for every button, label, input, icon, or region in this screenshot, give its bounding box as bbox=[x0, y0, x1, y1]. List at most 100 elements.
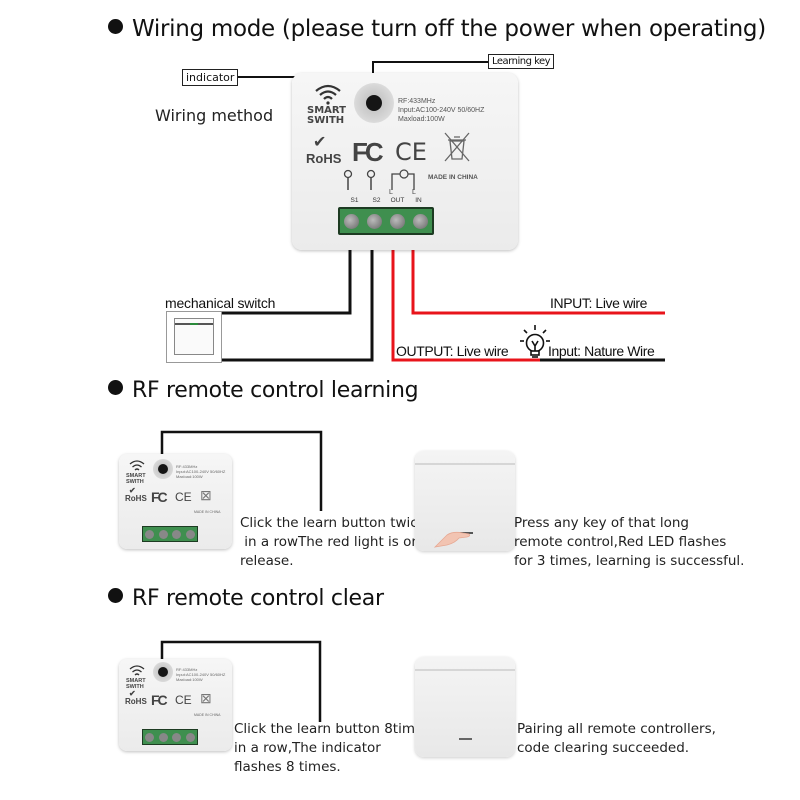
mechanical-switch[interactable] bbox=[166, 311, 222, 363]
indicator-label: indicator bbox=[182, 69, 239, 86]
terminal-block bbox=[338, 207, 434, 235]
terminal-screw-s2[interactable] bbox=[158, 529, 168, 539]
learning-step-2-text: Press any key of that long remote contro… bbox=[514, 514, 744, 571]
brand-label: SMART SWITH bbox=[126, 473, 146, 485]
made-in-label: MADE IN CHINA bbox=[428, 174, 478, 181]
input-nature-label: Input: Nature Wire bbox=[548, 343, 655, 359]
fcc-logo: FC bbox=[151, 489, 168, 505]
ce-logo: CE bbox=[175, 490, 192, 504]
text-line: in a rowThe red light is on, bbox=[240, 534, 425, 550]
terminal-screw-in[interactable] bbox=[185, 732, 195, 742]
spec-input: Input:AC100-240V 50/60HZ bbox=[176, 469, 226, 474]
rohs-text: RoHS bbox=[306, 151, 342, 166]
terminal-block bbox=[142, 729, 198, 745]
heading-text: Wiring mode (please turn off the power w… bbox=[132, 16, 766, 42]
brand-line-1: SMART bbox=[307, 105, 346, 116]
terminal-screw-out[interactable] bbox=[172, 529, 182, 539]
learning-step-1-text: Click the learn button twice in a rowThe… bbox=[240, 514, 426, 571]
wire-s1 bbox=[220, 228, 352, 315]
terminal-symbols bbox=[343, 169, 415, 190]
remote-led bbox=[459, 738, 472, 740]
rohs-logo: ✔RoHS bbox=[125, 690, 147, 706]
learning-key-button[interactable] bbox=[354, 83, 394, 123]
wifi-indicator-icon bbox=[129, 665, 145, 676]
made-in-label: MADE IN CHINA bbox=[194, 713, 221, 717]
text-line: Pairing all remote controllers, bbox=[517, 721, 716, 737]
light-bulb-icon bbox=[520, 325, 550, 358]
input-live-label: INPUT: Live wire bbox=[550, 295, 648, 311]
brand-line-1: SMART bbox=[126, 473, 146, 479]
terminal-labels: S1 S2 OUT IN bbox=[343, 197, 463, 204]
section-heading-wiring: Wiring mode (please turn off the power w… bbox=[108, 16, 766, 42]
brand-label: SMART SWITH bbox=[307, 106, 346, 126]
text-line: code clearing succeeded. bbox=[517, 740, 690, 756]
learning-key-button[interactable] bbox=[153, 662, 173, 682]
check-icon: ✔ bbox=[129, 486, 136, 495]
learning-key-cap[interactable] bbox=[158, 667, 168, 677]
bullet-icon bbox=[108, 380, 123, 395]
wiring-method-label: Wiring method bbox=[155, 106, 274, 125]
rohs-logo: ✔RoHS bbox=[125, 487, 147, 503]
spec-input: Input:AC100-240V 50/60HZ bbox=[398, 107, 485, 114]
remote-control-learning[interactable] bbox=[415, 451, 515, 551]
spec-rf: RF:433MHz bbox=[398, 98, 436, 105]
heading-text: RF remote control learning bbox=[132, 378, 419, 403]
remote-seam bbox=[415, 463, 515, 465]
wire-in-live bbox=[411, 228, 665, 315]
clear-step-2-text: Pairing all remote controllers, code cle… bbox=[517, 720, 716, 758]
terminal-screw-out[interactable] bbox=[390, 213, 405, 229]
clear-step-1-text: Click the learn button 8times in a row,T… bbox=[234, 720, 430, 777]
learning-key-cap[interactable] bbox=[158, 464, 168, 474]
terminal-screw-s1[interactable] bbox=[344, 213, 359, 229]
check-icon: ✔ bbox=[129, 689, 136, 698]
mechanical-switch-label: mechanical switch bbox=[165, 295, 276, 311]
weee-bin-icon: ⊠ bbox=[200, 690, 212, 706]
bullet-icon bbox=[108, 19, 123, 34]
wire-s2 bbox=[221, 228, 374, 362]
spec-load: Maxload:100W bbox=[398, 116, 445, 123]
remote-seam bbox=[415, 669, 515, 671]
brand-line-1: SMART bbox=[126, 678, 146, 684]
switch-led bbox=[190, 323, 198, 325]
text-line: Click the learn button twice bbox=[240, 515, 427, 531]
text-line: in a row,The indicator bbox=[234, 740, 381, 756]
brand-line-2: SWITH bbox=[126, 684, 144, 690]
switch-plate bbox=[174, 318, 214, 355]
heading-text: RF remote control clear bbox=[132, 586, 384, 611]
text-line: release. bbox=[240, 553, 294, 569]
output-live-label: OUTPUT: Live wire bbox=[396, 343, 509, 359]
bullet-icon bbox=[108, 588, 123, 603]
terminal-screw-in[interactable] bbox=[413, 213, 428, 229]
small-module-learning: SMART SWITH RF:433MHz Input:AC100-240V 5… bbox=[119, 454, 232, 549]
learning-key-cap[interactable] bbox=[366, 95, 382, 111]
learning-key-button[interactable] bbox=[153, 459, 173, 479]
spec-text: RF:433MHz Input:AC100-240V 50/60HZ Maxlo… bbox=[398, 97, 484, 124]
rohs-text: RoHS bbox=[125, 494, 147, 503]
text-line: Press any key of that long bbox=[514, 515, 689, 531]
terminal-screw-in[interactable] bbox=[185, 529, 195, 539]
wifi-indicator-icon bbox=[129, 460, 145, 471]
terminal-label-in: IN bbox=[415, 197, 422, 204]
text-line: for 3 times, learning is successful. bbox=[514, 553, 745, 569]
terminal-screw-out[interactable] bbox=[172, 732, 182, 742]
pressing-finger-icon bbox=[433, 531, 471, 548]
remote-control-clear[interactable] bbox=[415, 657, 515, 757]
terminal-screw-s2[interactable] bbox=[158, 732, 168, 742]
clear-leader-line bbox=[160, 640, 322, 722]
terminal-screw-s2[interactable] bbox=[367, 213, 382, 229]
terminal-screw-s1[interactable] bbox=[145, 732, 155, 742]
terminal-screw-s1[interactable] bbox=[145, 529, 155, 539]
rohs-text: RoHS bbox=[125, 697, 147, 706]
weee-bin-icon bbox=[444, 132, 470, 162]
rohs-logo: ✔ RoHS bbox=[306, 135, 341, 167]
text-line: flashes 8 times. bbox=[234, 759, 341, 775]
ce-logo: CE bbox=[175, 693, 192, 707]
made-in-label: MADE IN CHINA bbox=[194, 510, 221, 514]
section-heading-clear: RF remote control clear bbox=[108, 586, 384, 611]
spec-load: Maxload:100W bbox=[176, 474, 203, 479]
weee-bin-icon: ⊠ bbox=[200, 487, 212, 503]
fcc-logo: FC bbox=[151, 692, 168, 708]
terminal-in-sub: L bbox=[412, 189, 416, 196]
spec-input: Input:AC100-240V 50/60HZ bbox=[176, 672, 226, 677]
